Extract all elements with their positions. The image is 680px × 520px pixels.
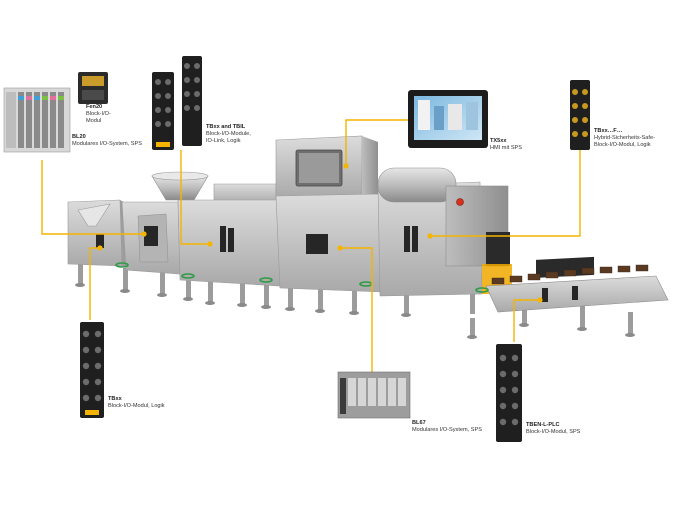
conveyor-products [491, 264, 649, 285]
tx5xx-title: TX5xx [490, 138, 507, 144]
tbxx-f-desc-2: Block-I/O-Modul, Logik [594, 141, 651, 148]
label-tbxx-tbil: TBxx and TBIL Block-I/O-Module, IO-Link,… [206, 124, 251, 144]
machine-control-cabinet [275, 135, 378, 199]
tx5xx-product-image [408, 90, 488, 148]
label-tbxx: TBxx Block-I/O-Modul, Logik [108, 396, 165, 410]
fen20-desc-2: Modul [86, 117, 102, 124]
label-tben-l-plc: TBEN-L-PLC Block-I/O-Modul, SPS [526, 422, 580, 436]
tbxx-tbil-desc-1: Block-I/O-Module, [206, 130, 251, 137]
tbxx-f-desc-1: Hybrid-Sicherheits-Safe- [594, 134, 655, 141]
tbxx-tbil-desc-2: IO-Link, Logik [206, 137, 241, 144]
fen20-product-image [78, 72, 108, 104]
tben-l-plc-desc-1: Block-I/O-Modul, SPS [526, 428, 581, 435]
label-bl20: BL20 Modulares I/O-System, SPS [72, 134, 142, 148]
tbxx-f-title: TBxx…F… [594, 128, 623, 134]
fen20-desc-1: Block-I/O- [86, 110, 111, 117]
leader-lines [41, 119, 581, 372]
tbxx-tbil-title: TBxx and TBIL [206, 124, 246, 130]
tbxx-tbil-product-image [152, 56, 202, 150]
tbxx-product-image [80, 322, 104, 418]
mounted-modules [96, 226, 578, 302]
machine-unit-4 [275, 193, 383, 293]
leader-bl67 [340, 247, 373, 372]
machine-line [67, 135, 669, 339]
leader-tx5xx [345, 119, 408, 166]
tbxx-desc-1: Block-I/O-Modul, Logik [108, 402, 165, 409]
machine-legs [78, 262, 633, 336]
leader-tbxx-f [430, 150, 581, 237]
tben-l-plc-title: TBEN-L-PLC [526, 422, 560, 428]
machine-drum-unit [377, 167, 512, 297]
bl67-title: BL67 [412, 420, 426, 426]
leader-tbxx-tbil [180, 150, 210, 245]
label-fen20: Fen20 Block-I/O- Modul [86, 104, 111, 124]
bl67-desc-1: Modulares I/O-System, SPS [412, 426, 482, 433]
tx5xx-desc-1: HMI mit SPS [490, 144, 523, 151]
bl20-product-image [3, 87, 71, 153]
bl20-desc-1: Modulares I/O-System, SPS [72, 140, 142, 147]
fen20-title: Fen20 [86, 104, 103, 110]
leader-bl20 [41, 160, 144, 235]
label-tx5xx: TX5xx HMI mit SPS [490, 138, 522, 152]
leader-tbxx [89, 247, 100, 320]
tbxx-f-product-image [570, 80, 590, 150]
bl67-product-image [337, 371, 411, 419]
label-bl67: BL67 Modulares I/O-System, SPS [412, 420, 482, 434]
machine-feet [75, 283, 635, 339]
leader-tben-l-plc [513, 299, 540, 342]
tbxx-title: TBxx [108, 396, 122, 402]
label-tbxx-f: TBxx…F… Hybrid-Sicherheits-Safe- Block-I… [594, 128, 655, 148]
tben-l-plc-product-image [496, 344, 522, 442]
bl20-title: BL20 [72, 134, 86, 140]
leader-dots [97, 163, 543, 303]
